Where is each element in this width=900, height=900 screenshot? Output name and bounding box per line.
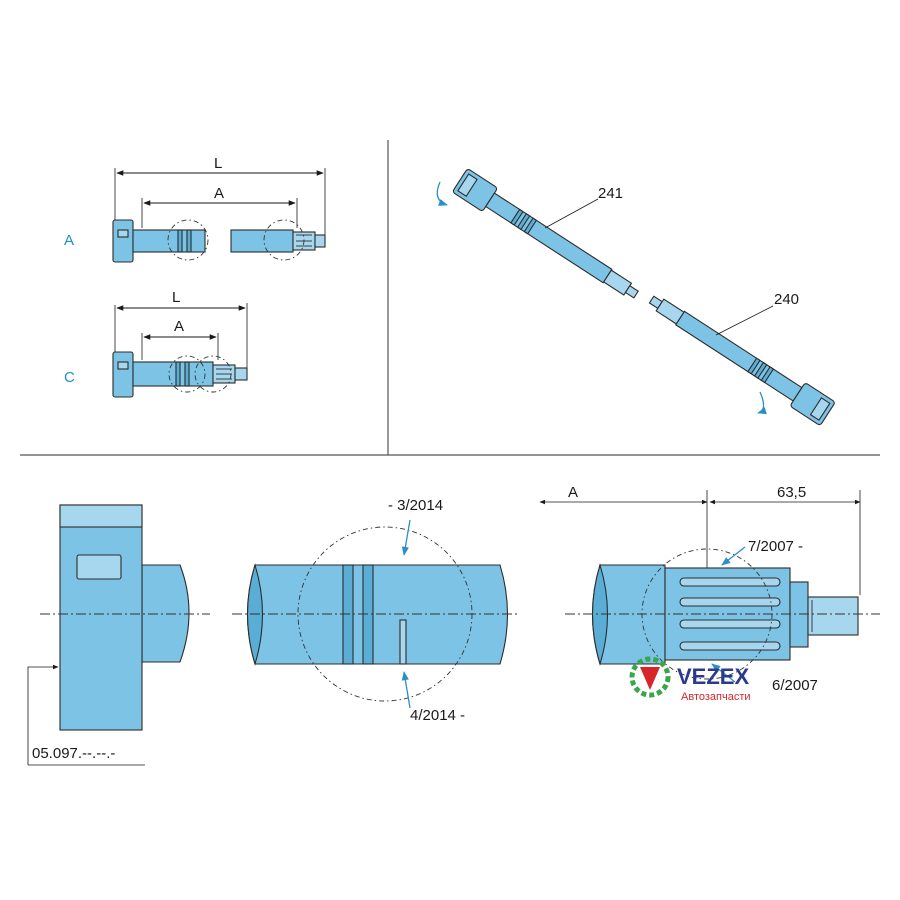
shaft-241-drawing — [436, 169, 639, 299]
spline-dim-label: 63,5 — [777, 484, 806, 501]
spline-top-label: 7/2007 - — [748, 538, 803, 555]
variant-c-label: C — [64, 369, 75, 386]
gear-icon — [629, 656, 671, 698]
spline-bottom-label: 6/2007 — [772, 677, 818, 694]
variant-c-dim-a: A — [174, 318, 184, 335]
variant-c-diagram — [112, 303, 248, 398]
groove-bottom-label: 4/2014 - — [410, 707, 465, 724]
wrench-icon — [640, 667, 660, 690]
detail-spline — [539, 490, 880, 683]
part-ref-label: 05.097.--.--.- — [32, 745, 115, 762]
detail-head — [27, 504, 210, 766]
groove-top-label: - 3/2014 — [388, 497, 443, 514]
variant-a-dim-a: A — [214, 185, 224, 202]
variant-a-label: A — [64, 232, 74, 249]
variant-c-dim-l: L — [172, 289, 180, 306]
variant-a-dim-l: L — [214, 155, 222, 172]
vezex-logo: VEZEX Автозапчасти — [629, 656, 751, 703]
watermark-brand: VEZEX — [677, 664, 749, 689]
detail-grooves — [232, 519, 520, 709]
spline-dim-a-label: A — [568, 484, 578, 501]
shaft-240-drawing — [648, 295, 835, 426]
watermark-subtitle: Автозапчасти — [681, 691, 751, 703]
shaft-241-label: 241 — [598, 185, 623, 202]
shaft-240-label: 240 — [774, 291, 799, 308]
variant-a-diagram — [112, 168, 326, 263]
